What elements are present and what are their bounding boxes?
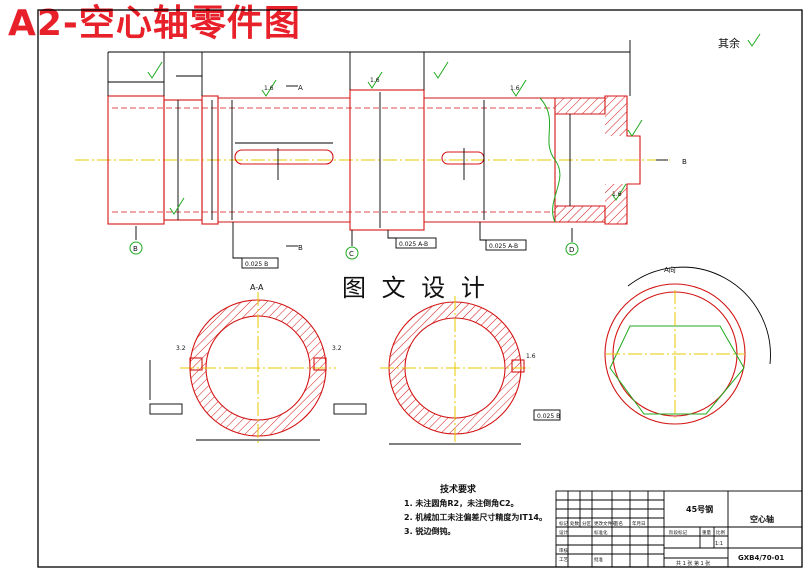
tech-req-item: 2. 机械加工未注偏差尺寸精度为IT14。 [404,512,547,522]
title-block: 标记 处数 分区 更改文件号 签名 年月日 设计 标准化 审核 工艺 批准 阶段… [555,490,803,568]
tech-requirements: 技术要求 1. 未注圆角R2，未注倒角C2。 2. 机械加工未注偏差尺寸精度为I… [404,483,547,536]
cut-letter-b: B [298,244,303,252]
tolerance-frames: 0.025 B 0.025 A-B 0.025 A-B 0.025 B [241,237,561,421]
svg-text:审核: 审核 [559,547,568,554]
roughness-note: 其余 [718,36,740,50]
svg-text:0.025 B: 0.025 B [537,413,560,420]
section-middle [380,296,530,445]
svg-text:A-A: A-A [250,283,264,292]
svg-text:D: D [569,246,574,254]
svg-text:设计: 设计 [559,529,568,536]
roughness-value: 3.2 [332,345,342,352]
svg-text:标准化: 标准化 [594,529,608,536]
svg-text:0.025 B: 0.025 B [245,261,268,268]
roughness-value: 1.6 [612,191,622,198]
sheet-count: 共 1 张 第 1 张 [676,560,710,567]
svg-text:工艺: 工艺 [559,557,568,563]
svg-text:更改文件号: 更改文件号 [594,520,617,527]
shaft-main-view [75,40,670,259]
cut-letter-b: B [682,158,687,166]
datum-circles: B C D [129,241,579,260]
roughness-value: 1.6 [510,85,520,92]
cut-letter-a: A [298,84,303,92]
svg-text:B: B [133,245,138,253]
svg-text:重量: 重量 [702,529,711,536]
roughness-value: 1.6 [264,85,274,92]
svg-text:处数: 处数 [570,520,579,527]
svg-text:A向: A向 [664,265,676,274]
tech-req-item: 3. 锐边倒钝。 [404,526,455,536]
roughness-symbol-icon [747,33,761,47]
drawing-number: GXB4/70-01 [738,554,784,562]
svg-text:比例: 比例 [716,529,725,536]
tech-req-item: 1. 未注圆角R2，未注倒角C2。 [404,498,519,508]
drawing-frame [37,9,803,568]
svg-text:0.025 A-B: 0.025 A-B [489,243,518,250]
svg-text:批准: 批准 [594,556,603,563]
watermark: 图 文 设 计 [342,274,489,302]
svg-text:C: C [349,250,354,258]
material: 45号钢 [686,504,713,514]
roughness-value: 3.2 [176,345,186,352]
roughness-value: 1.6 [370,77,380,84]
svg-text:分区: 分区 [582,520,591,527]
tech-req-title: 技术要求 [440,483,477,495]
section-aa: A-A [149,283,367,444]
svg-text:阶段标记: 阶段标记 [669,529,687,536]
svg-text:年月日: 年月日 [632,520,646,527]
scale-value: 1:1 [715,541,723,547]
part-name: 空心轴 [750,514,774,524]
svg-text:标记: 标记 [559,520,568,527]
roughness-value: 1.6 [526,353,536,360]
svg-text:签名: 签名 [614,520,623,527]
view-a: A向 [604,265,771,425]
svg-text:0.025 A-B: 0.025 A-B [399,241,428,248]
